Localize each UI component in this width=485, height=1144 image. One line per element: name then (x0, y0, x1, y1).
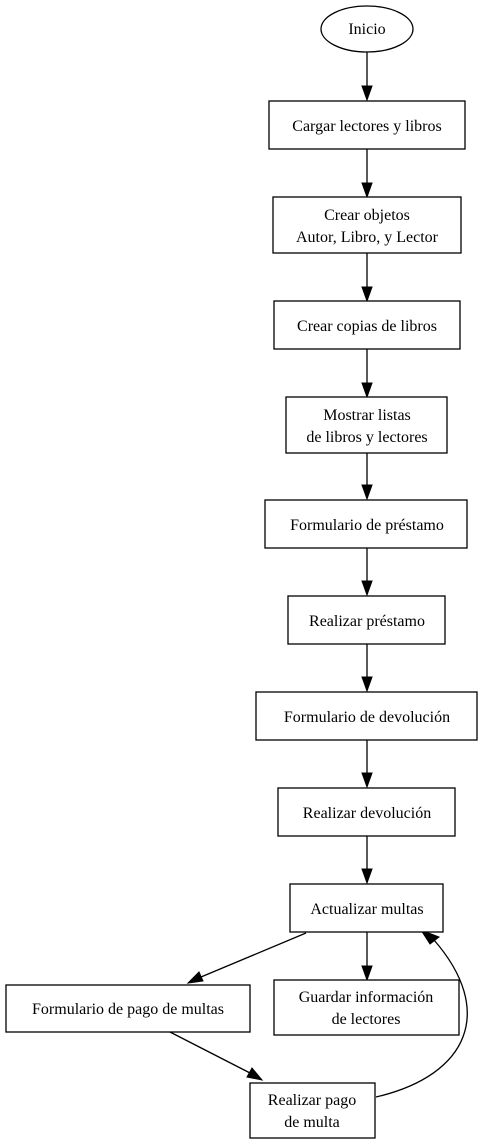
edge-realizar-pago-actualizar-multas (375, 939, 468, 1098)
arrowhead (361, 182, 373, 199)
node-label: Inicio (348, 21, 385, 38)
node-guardar-informacion-de-lectores: Guardar información de lectores (273, 979, 460, 1036)
arrowhead (361, 868, 373, 885)
arrowhead (361, 772, 373, 789)
arrowhead (419, 928, 441, 945)
node-label: Cargar lectores y libros (292, 118, 441, 135)
node-label-line-1: Crear objetos (324, 207, 410, 224)
arrowhead (361, 484, 373, 501)
node-crear-copias-de-libros: Crear copias de libros (273, 300, 461, 350)
arrowhead (246, 1067, 264, 1081)
arrowhead (361, 676, 373, 693)
node-realizar-pago-de-multa: Realizar pago de multa (249, 1082, 376, 1139)
node-label-line-1: Guardar información (299, 989, 434, 1006)
node-cargar-lectores-y-libros: Cargar lectores y libros (268, 100, 466, 150)
node-label-line-1: Realizar pago (268, 1092, 356, 1109)
arrowhead (361, 965, 373, 982)
node-formulario-de-devolucion: Formulario de devolución (255, 691, 478, 741)
node-formulario-de-pago-de-multas: Formulario de pago de multas (5, 984, 251, 1033)
arrowhead (361, 580, 373, 597)
node-label-line-2: de multa (284, 1114, 340, 1131)
node-mostrar-listas: Mostrar listas de libros y lectores (285, 396, 448, 454)
node-label: Realizar devolución (303, 805, 431, 822)
node-realizar-prestamo: Realizar préstamo (287, 595, 446, 645)
node-label: Formulario de devolución (284, 709, 450, 726)
node-label: Formulario de pago de multas (32, 1001, 224, 1018)
edges (169, 52, 468, 1098)
node-formulario-de-prestamo: Formulario de préstamo (264, 499, 468, 549)
node-realizar-devolucion: Realizar devolución (277, 787, 456, 837)
node-label: Crear copias de libros (297, 318, 437, 335)
node-label-line-2: de lectores (332, 1011, 401, 1028)
node-label: Actualizar multas (310, 901, 423, 918)
node-actualizar-multas: Actualizar multas (289, 883, 444, 933)
node-crear-objetos: Crear objetos Autor, Libro, y Lector (272, 196, 462, 254)
node-inicio: Inicio (320, 5, 414, 53)
arrowhead (361, 85, 373, 102)
arrowhead (361, 382, 373, 399)
node-label-line-1: Mostrar listas (323, 407, 411, 424)
arrowhead (361, 286, 373, 303)
node-label: Formulario de préstamo (290, 517, 444, 534)
node-label-line-2: Autor, Libro, y Lector (296, 229, 439, 246)
edge-form-pago-realizar-pago (169, 1031, 251, 1074)
node-label-line-2: de libros y lectores (306, 429, 427, 446)
edge-actualizar-multas-form-pago (200, 932, 307, 978)
node-label: Realizar préstamo (309, 613, 425, 630)
arrowhead (186, 971, 204, 984)
